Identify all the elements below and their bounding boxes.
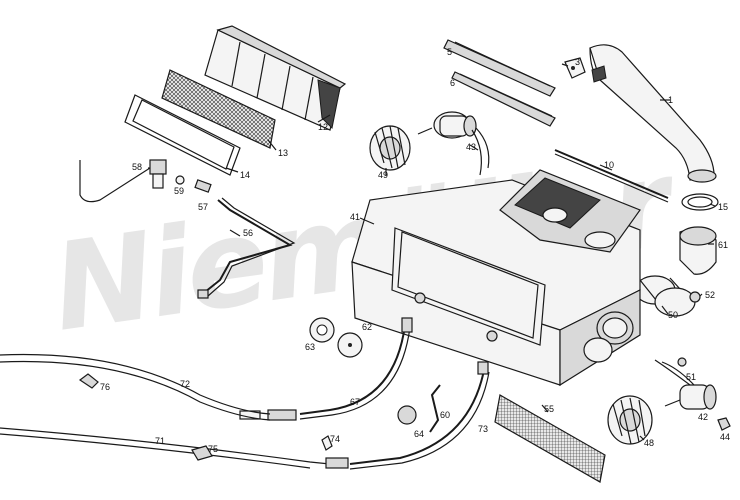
label-59: 59 [174,186,184,196]
part-44-nut [717,417,731,431]
label-43: 43 [466,142,476,152]
label-67: 67 [350,397,360,407]
label-42: 42 [698,412,708,422]
part-64-disc [397,405,417,425]
label-75: 75 [208,444,218,454]
part-12-grille-frame [204,25,347,131]
label-44: 44 [720,432,730,442]
part-75-clamp [191,445,213,461]
label-10: 10 [604,160,614,170]
label-56: 56 [243,228,253,238]
part-63-gasket [309,317,335,343]
part-57-fitting [194,179,212,193]
label-51: 51 [686,372,696,382]
label-15: 15 [718,202,728,212]
label-73: 73 [478,424,488,434]
label-58: 58 [132,162,142,172]
part-74-small-part [321,435,333,451]
part-15-ring [681,193,719,211]
label-74: 74 [330,434,340,444]
label-41: 41 [350,212,360,222]
part-76-clip [78,373,99,389]
label-13: 13 [278,148,288,158]
label-14: 14 [240,170,250,180]
label-62: 62 [362,322,372,332]
label-48: 48 [644,438,654,448]
part-41-heater-housing [351,169,641,387]
part-73-hose [325,361,490,470]
label-76: 76 [100,382,110,392]
part-49-blower-wheel [369,125,411,171]
part-42-motor [654,359,717,410]
part-1-air-duct [589,44,717,183]
label-1: 1 [668,95,673,105]
label-3: 3 [575,57,580,67]
part-52-nut [689,291,701,303]
part-55-grid-panel [494,394,606,483]
part-3-bracket [564,57,586,79]
label-60: 60 [440,410,450,420]
part-10-rod [554,149,669,203]
part-number-labels: 1 3 5 6 10 12 13 14 15 41 42 43 44 48 49… [100,47,730,454]
part-13-mesh-screen [161,69,276,149]
part-60-bracket [429,384,441,433]
part-62-disc [337,332,363,358]
part-59-washer [175,175,185,185]
part-43-motor [417,111,490,176]
part-48-blower-wheel [607,395,653,445]
part-56-pipe [197,197,296,299]
label-50: 50 [668,310,678,320]
part-51-washer [677,357,687,367]
part-61-elbow [679,226,717,275]
part-5-trim-strip [443,39,556,97]
label-64: 64 [414,429,424,439]
part-71-cable [0,427,331,469]
label-52: 52 [705,290,715,300]
part-72-cable [0,353,271,421]
label-12: 12 [318,122,328,132]
label-6: 6 [450,78,455,88]
label-55: 55 [544,404,554,414]
leader-lines [148,63,716,441]
label-5: 5 [447,47,452,57]
part-58-valve [79,159,167,203]
label-71: 71 [155,436,165,446]
label-61: 61 [718,240,728,250]
part-14-gasket-frame [124,94,241,176]
label-72: 72 [180,379,190,389]
label-63: 63 [305,342,315,352]
label-49: 49 [378,170,388,180]
label-57: 57 [198,202,208,212]
part-6-seal-strip [451,71,556,127]
